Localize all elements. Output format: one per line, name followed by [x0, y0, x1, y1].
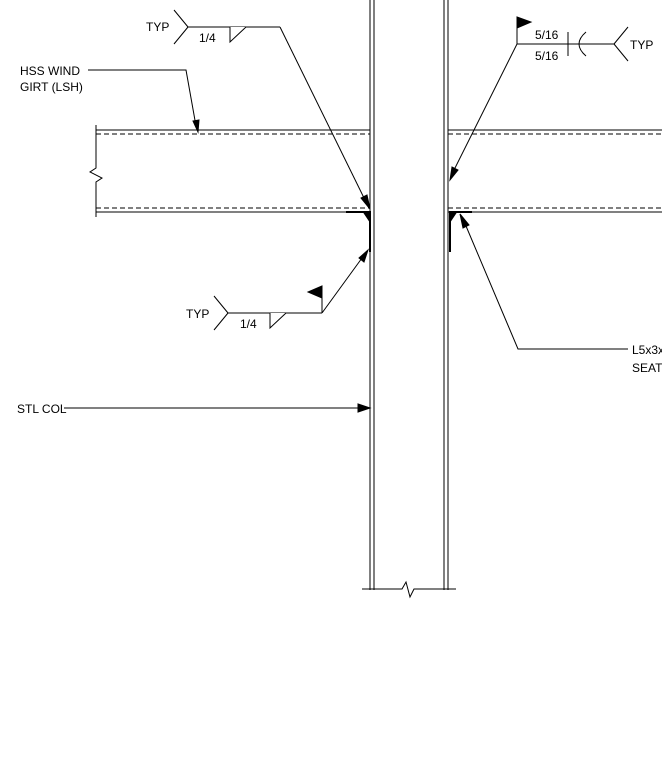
weld-size-top-right-arrow-side: 5/16	[535, 28, 559, 42]
seat-angle-right	[449, 211, 472, 252]
weld-symbol-bottom-left: TYP 1/4	[186, 248, 370, 331]
hss-wind-girt-leader	[88, 69, 197, 127]
fillet-weld-icon	[229, 26, 247, 44]
weld-size-bottom-left: 1/4	[240, 317, 257, 331]
steel-column-callout: STL COL	[17, 402, 372, 416]
girt-break-line	[89, 125, 103, 217]
weld-tail-typ-top-left: TYP	[146, 20, 169, 34]
weld-symbol-top-right: TYP 5/16 5/16	[449, 16, 653, 182]
column-break-line	[362, 580, 456, 599]
weld-tail-typ-bottom-left: TYP	[186, 307, 209, 321]
seat-angle-left	[346, 211, 371, 252]
field-weld-flag-icon	[306, 285, 323, 299]
weld-tail-typ-top-right: TYP	[630, 38, 653, 52]
steel-column-label: STL COL	[17, 402, 67, 416]
seat-angle-callout: L5x3x SEAT	[459, 213, 662, 375]
seat-angle-arrowhead	[459, 213, 470, 229]
seat-angle-label-line2: SEAT	[632, 361, 662, 375]
fillet-weld-icon	[269, 312, 287, 330]
hss-wind-girt-label-line1: HSS WIND	[20, 64, 80, 78]
steel-column	[362, 0, 456, 599]
hss-wind-girt-callout: HSS WIND GIRT (LSH)	[20, 64, 200, 134]
hss-wind-girt-right	[448, 129, 662, 213]
weld-symbol-top-left: TYP 1/4	[146, 9, 371, 210]
seat-angle-leader	[465, 225, 628, 350]
steel-column-arrowhead	[357, 403, 372, 413]
weld-size-top-right-other-side: 5/16	[535, 49, 559, 63]
hss-wind-girt-left	[89, 125, 370, 217]
seat-angle-label-line1: L5x3x	[632, 343, 662, 357]
hss-wind-girt-arrowhead	[192, 119, 200, 134]
hss-wind-girt-label-line2: GIRT (LSH)	[20, 80, 83, 94]
weld-size-top-left: 1/4	[199, 31, 216, 45]
field-weld-flag-icon	[516, 16, 533, 29]
